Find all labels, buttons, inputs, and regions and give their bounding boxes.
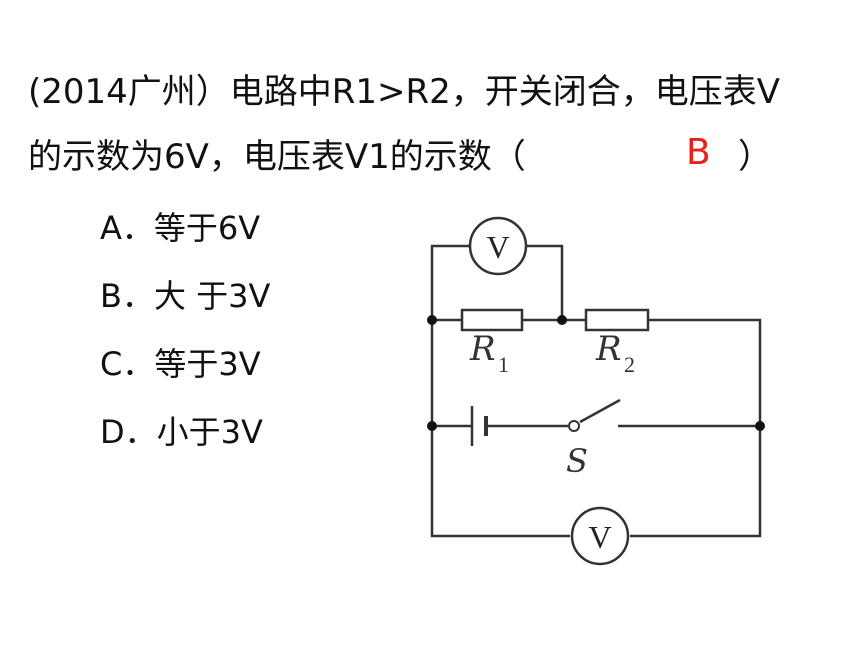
question-close-paren: ） [738, 137, 772, 177]
option-b: B．大 于3V [100, 277, 271, 315]
circuit-diagram: V V R 1 R 2 S [427, 216, 765, 566]
r2-subscript: 2 [624, 352, 635, 377]
option-c: C．等于3V [100, 345, 261, 383]
voltmeter-bottom-icon [570, 506, 630, 566]
question-line-2: 的示数为6V，电压表V1的示数（ [28, 137, 526, 177]
switch-pivot [568, 420, 580, 432]
option-a: A．等于6V [100, 209, 261, 247]
resistor-r2 [584, 308, 650, 332]
voltmeter-top-label: V [486, 229, 509, 265]
circuit-wires [430, 244, 762, 538]
r1-letter: R [469, 329, 496, 369]
voltmeter-bottom-label: V [588, 519, 611, 555]
voltmeter-top-icon [468, 216, 528, 276]
junction-dot-right-mid [755, 421, 765, 431]
switch-label: S [566, 442, 588, 480]
question-line-1: (2014广州）电路中R1>R2，开关闭合，电压表V [28, 72, 781, 112]
junction-dot-left-mid [427, 421, 437, 431]
option-d: D．小于3V [100, 413, 263, 451]
junction-dot-left-top [427, 315, 437, 325]
junction-dot-middle [557, 315, 567, 325]
resistor-r1 [460, 308, 524, 332]
answer-letter: B [686, 132, 711, 173]
r1-subscript: 1 [498, 352, 509, 377]
r2-letter: R [595, 329, 622, 369]
